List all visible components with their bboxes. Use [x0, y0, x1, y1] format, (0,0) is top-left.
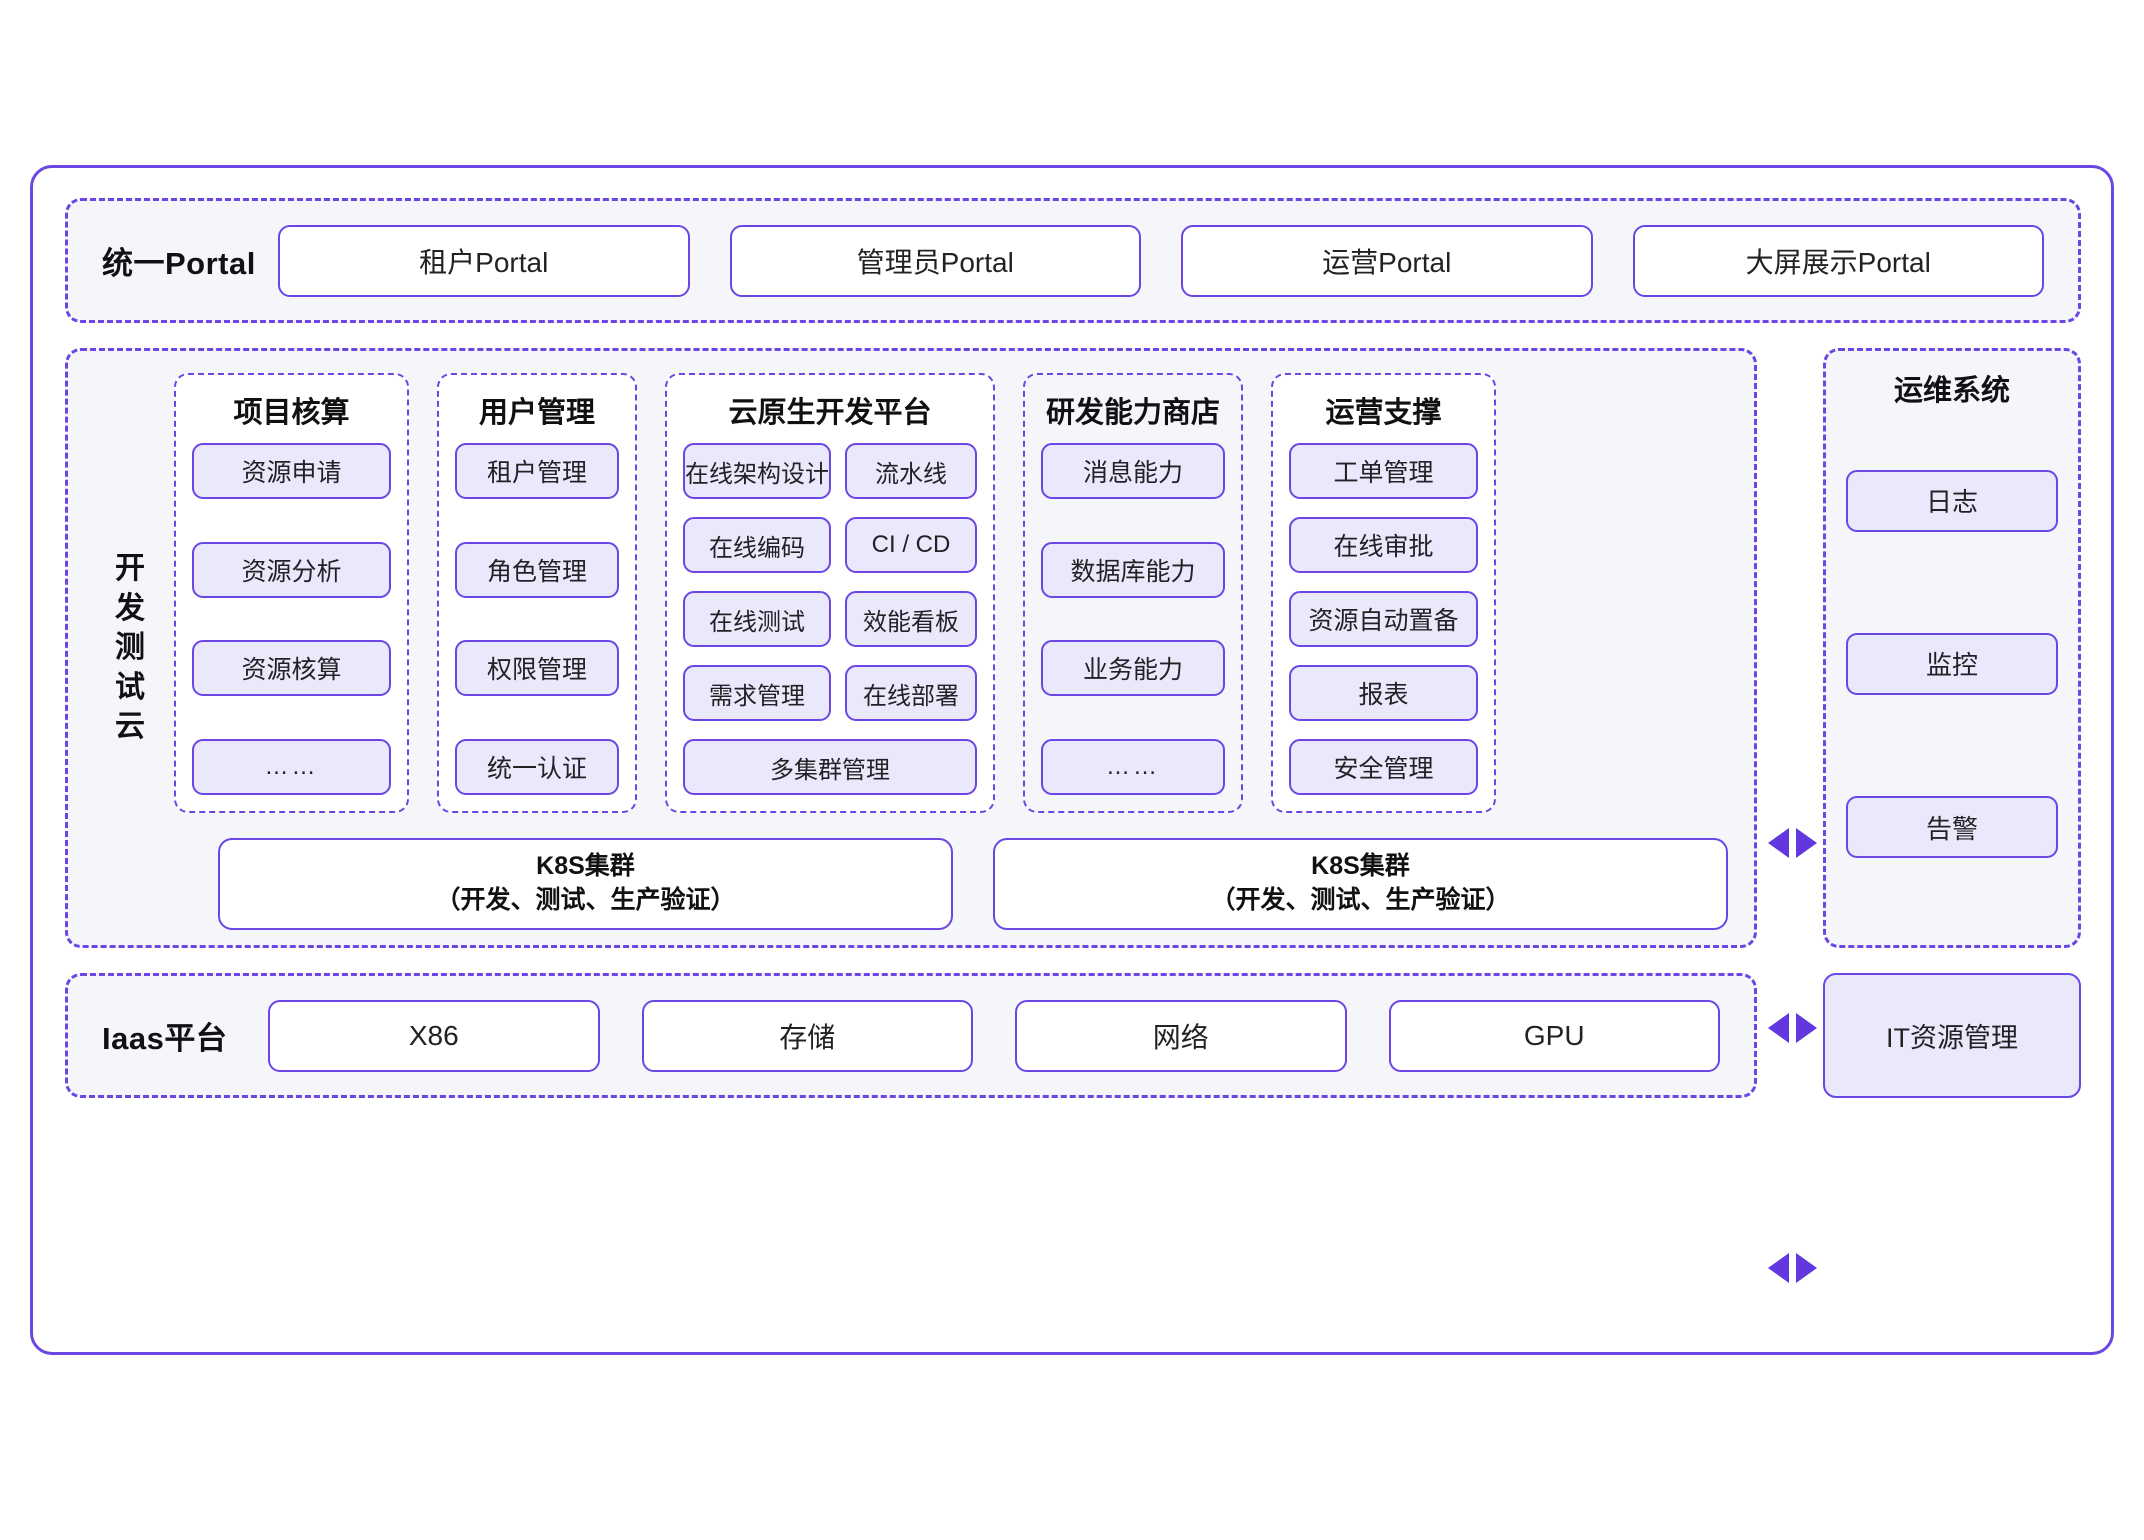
- unified-portal-label: 统一Portal: [102, 246, 256, 281]
- chip-requirement-management[interactable]: 需求管理: [683, 665, 831, 721]
- chip-message-capability[interactable]: 消息能力: [1041, 443, 1225, 499]
- chip-online-deployment[interactable]: 在线部署: [845, 665, 977, 721]
- iaas-platform-section: Iaas平台 X86 存储 网络 GPU: [65, 973, 1757, 1098]
- iaas-chip-gpu[interactable]: GPU: [1388, 999, 1720, 1072]
- k8s-cluster-row: K8S集群 （开发、测试、生产验证） K8S集群 （开发、测试、生产验证）: [218, 838, 1728, 930]
- architecture-frame: 统一Portal 租户Portal 管理员Portal 运营Portal 大屏展…: [30, 165, 2114, 1355]
- chip-online-testing[interactable]: 在线测试: [683, 591, 831, 647]
- bidirectional-arrow-ops-bottom: [1768, 1013, 1817, 1043]
- ops-system-section: 运维系统 日志 监控 告警: [1823, 348, 2081, 948]
- group-title-user-management: 用户管理: [478, 397, 595, 429]
- group-title-rnd-capability-store: 研发能力商店: [1045, 397, 1220, 429]
- chip-online-architecture-design[interactable]: 在线架构设计: [683, 443, 831, 499]
- chip-monitoring[interactable]: 监控: [1846, 632, 2058, 695]
- bidirectional-arrow-iaas: [1768, 1253, 1817, 1283]
- chip-business-capability[interactable]: 业务能力: [1041, 640, 1225, 697]
- arrow-left-icon: [1768, 1013, 1789, 1043]
- ops-system-item-list: 日志 监控 告警: [1846, 419, 2058, 919]
- chip-role-management[interactable]: 角色管理: [455, 541, 619, 598]
- dev-test-cloud-label: 开发测试云: [115, 552, 145, 744]
- k8s-cluster-box-2[interactable]: K8S集群 （开发、测试、生产验证）: [993, 838, 1728, 930]
- chip-resource-analysis[interactable]: 资源分析: [192, 541, 391, 598]
- chip-online-approval[interactable]: 在线审批: [1289, 517, 1478, 573]
- chip-store-more[interactable]: ……: [1041, 738, 1225, 795]
- unified-portal-section: 统一Portal 租户Portal 管理员Portal 运营Portal 大屏展…: [65, 198, 2081, 323]
- bidirectional-arrow-ops-top: [1768, 828, 1817, 858]
- chip-grid-cloud-native-platform: 在线架构设计 流水线 在线编码 CI / CD 在线测试 效能看板 需求管理 在…: [683, 443, 977, 795]
- chip-ticket-management[interactable]: 工单管理: [1289, 443, 1478, 499]
- iaas-chip-list: X86 存储 网络 GPU: [268, 999, 1720, 1072]
- k8s-cluster-box-1[interactable]: K8S集群 （开发、测试、生产验证）: [218, 838, 953, 930]
- chip-stack-rnd-capability-store: 消息能力 数据库能力 业务能力 ……: [1041, 443, 1225, 795]
- dev-test-cloud-section: 开发测试云 项目核算 资源申请 资源分析 资源核算 …… 用户管理 租户管理 角…: [65, 348, 1757, 948]
- chip-efficiency-board[interactable]: 效能看板: [845, 591, 977, 647]
- ops-system-title: 运维系统: [1893, 375, 2010, 407]
- chip-stack-project-accounting: 资源申请 资源分析 资源核算 ……: [192, 443, 391, 795]
- chip-project-more[interactable]: ……: [192, 738, 391, 795]
- chip-tenant-management[interactable]: 租户管理: [455, 443, 619, 499]
- iaas-chip-storage[interactable]: 存储: [641, 999, 973, 1072]
- chip-unified-authentication[interactable]: 统一认证: [455, 738, 619, 795]
- portal-chip-list: 租户Portal 管理员Portal 运营Portal 大屏展示Portal: [278, 224, 2044, 297]
- chip-security-management[interactable]: 安全管理: [1289, 739, 1478, 795]
- chip-pipeline[interactable]: 流水线: [845, 443, 977, 499]
- chip-stack-user-management: 租户管理 角色管理 权限管理 统一认证: [455, 443, 619, 795]
- capability-group-row: 项目核算 资源申请 资源分析 资源核算 …… 用户管理 租户管理 角色管理 权限…: [174, 373, 1732, 813]
- k8s-cluster-2-title: K8S集群: [1311, 852, 1410, 881]
- arrow-left-icon: [1768, 1253, 1789, 1283]
- arrow-right-icon: [1796, 828, 1817, 858]
- iaas-chip-network[interactable]: 网络: [1015, 999, 1347, 1072]
- portal-chip-bigscreen[interactable]: 大屏展示Portal: [1632, 224, 2044, 297]
- chip-alarm[interactable]: 告警: [1846, 796, 2058, 859]
- group-rnd-capability-store: 研发能力商店 消息能力 数据库能力 业务能力 ……: [1023, 373, 1243, 813]
- chip-resource-accounting[interactable]: 资源核算: [192, 640, 391, 697]
- k8s-cluster-2-subtitle: （开发、测试、生产验证）: [1210, 886, 1511, 914]
- chip-report[interactable]: 报表: [1289, 665, 1478, 721]
- iaas-platform-label: Iaas平台: [102, 1021, 228, 1056]
- chip-permission-management[interactable]: 权限管理: [455, 640, 619, 697]
- group-title-operation-support: 运营支撑: [1325, 397, 1442, 429]
- portal-chip-operation[interactable]: 运营Portal: [1181, 224, 1593, 297]
- arrow-right-icon: [1796, 1013, 1817, 1043]
- portal-chip-tenant[interactable]: 租户Portal: [278, 224, 690, 297]
- group-operation-support: 运营支撑 工单管理 在线审批 资源自动置备 报表 安全管理: [1271, 373, 1496, 813]
- chip-ci-cd[interactable]: CI / CD: [845, 517, 977, 573]
- group-cloud-native-platform: 云原生开发平台 在线架构设计 流水线 在线编码 CI / CD 在线测试 效能看…: [665, 373, 995, 813]
- chip-database-capability[interactable]: 数据库能力: [1041, 541, 1225, 598]
- group-user-management: 用户管理 租户管理 角色管理 权限管理 统一认证: [437, 373, 637, 813]
- k8s-cluster-1-title: K8S集群: [536, 852, 635, 881]
- chip-resource-request[interactable]: 资源申请: [192, 443, 391, 499]
- chip-log[interactable]: 日志: [1846, 469, 2058, 532]
- chip-online-coding[interactable]: 在线编码: [683, 517, 831, 573]
- arrow-left-icon: [1768, 828, 1789, 858]
- portal-chip-admin[interactable]: 管理员Portal: [729, 224, 1141, 297]
- arrow-right-icon: [1796, 1253, 1817, 1283]
- iaas-chip-x86[interactable]: X86: [268, 999, 600, 1072]
- group-title-project-accounting: 项目核算: [233, 397, 350, 429]
- group-title-cloud-native-platform: 云原生开发平台: [728, 397, 932, 429]
- group-project-accounting: 项目核算 资源申请 资源分析 资源核算 ……: [174, 373, 409, 813]
- chip-multi-cluster-management[interactable]: 多集群管理: [683, 739, 977, 795]
- chip-auto-resource-provisioning[interactable]: 资源自动置备: [1289, 591, 1478, 647]
- it-resource-management-box[interactable]: IT资源管理: [1823, 973, 2081, 1098]
- k8s-cluster-1-subtitle: （开发、测试、生产验证）: [435, 886, 736, 914]
- chip-stack-operation-support: 工单管理 在线审批 资源自动置备 报表 安全管理: [1289, 443, 1478, 795]
